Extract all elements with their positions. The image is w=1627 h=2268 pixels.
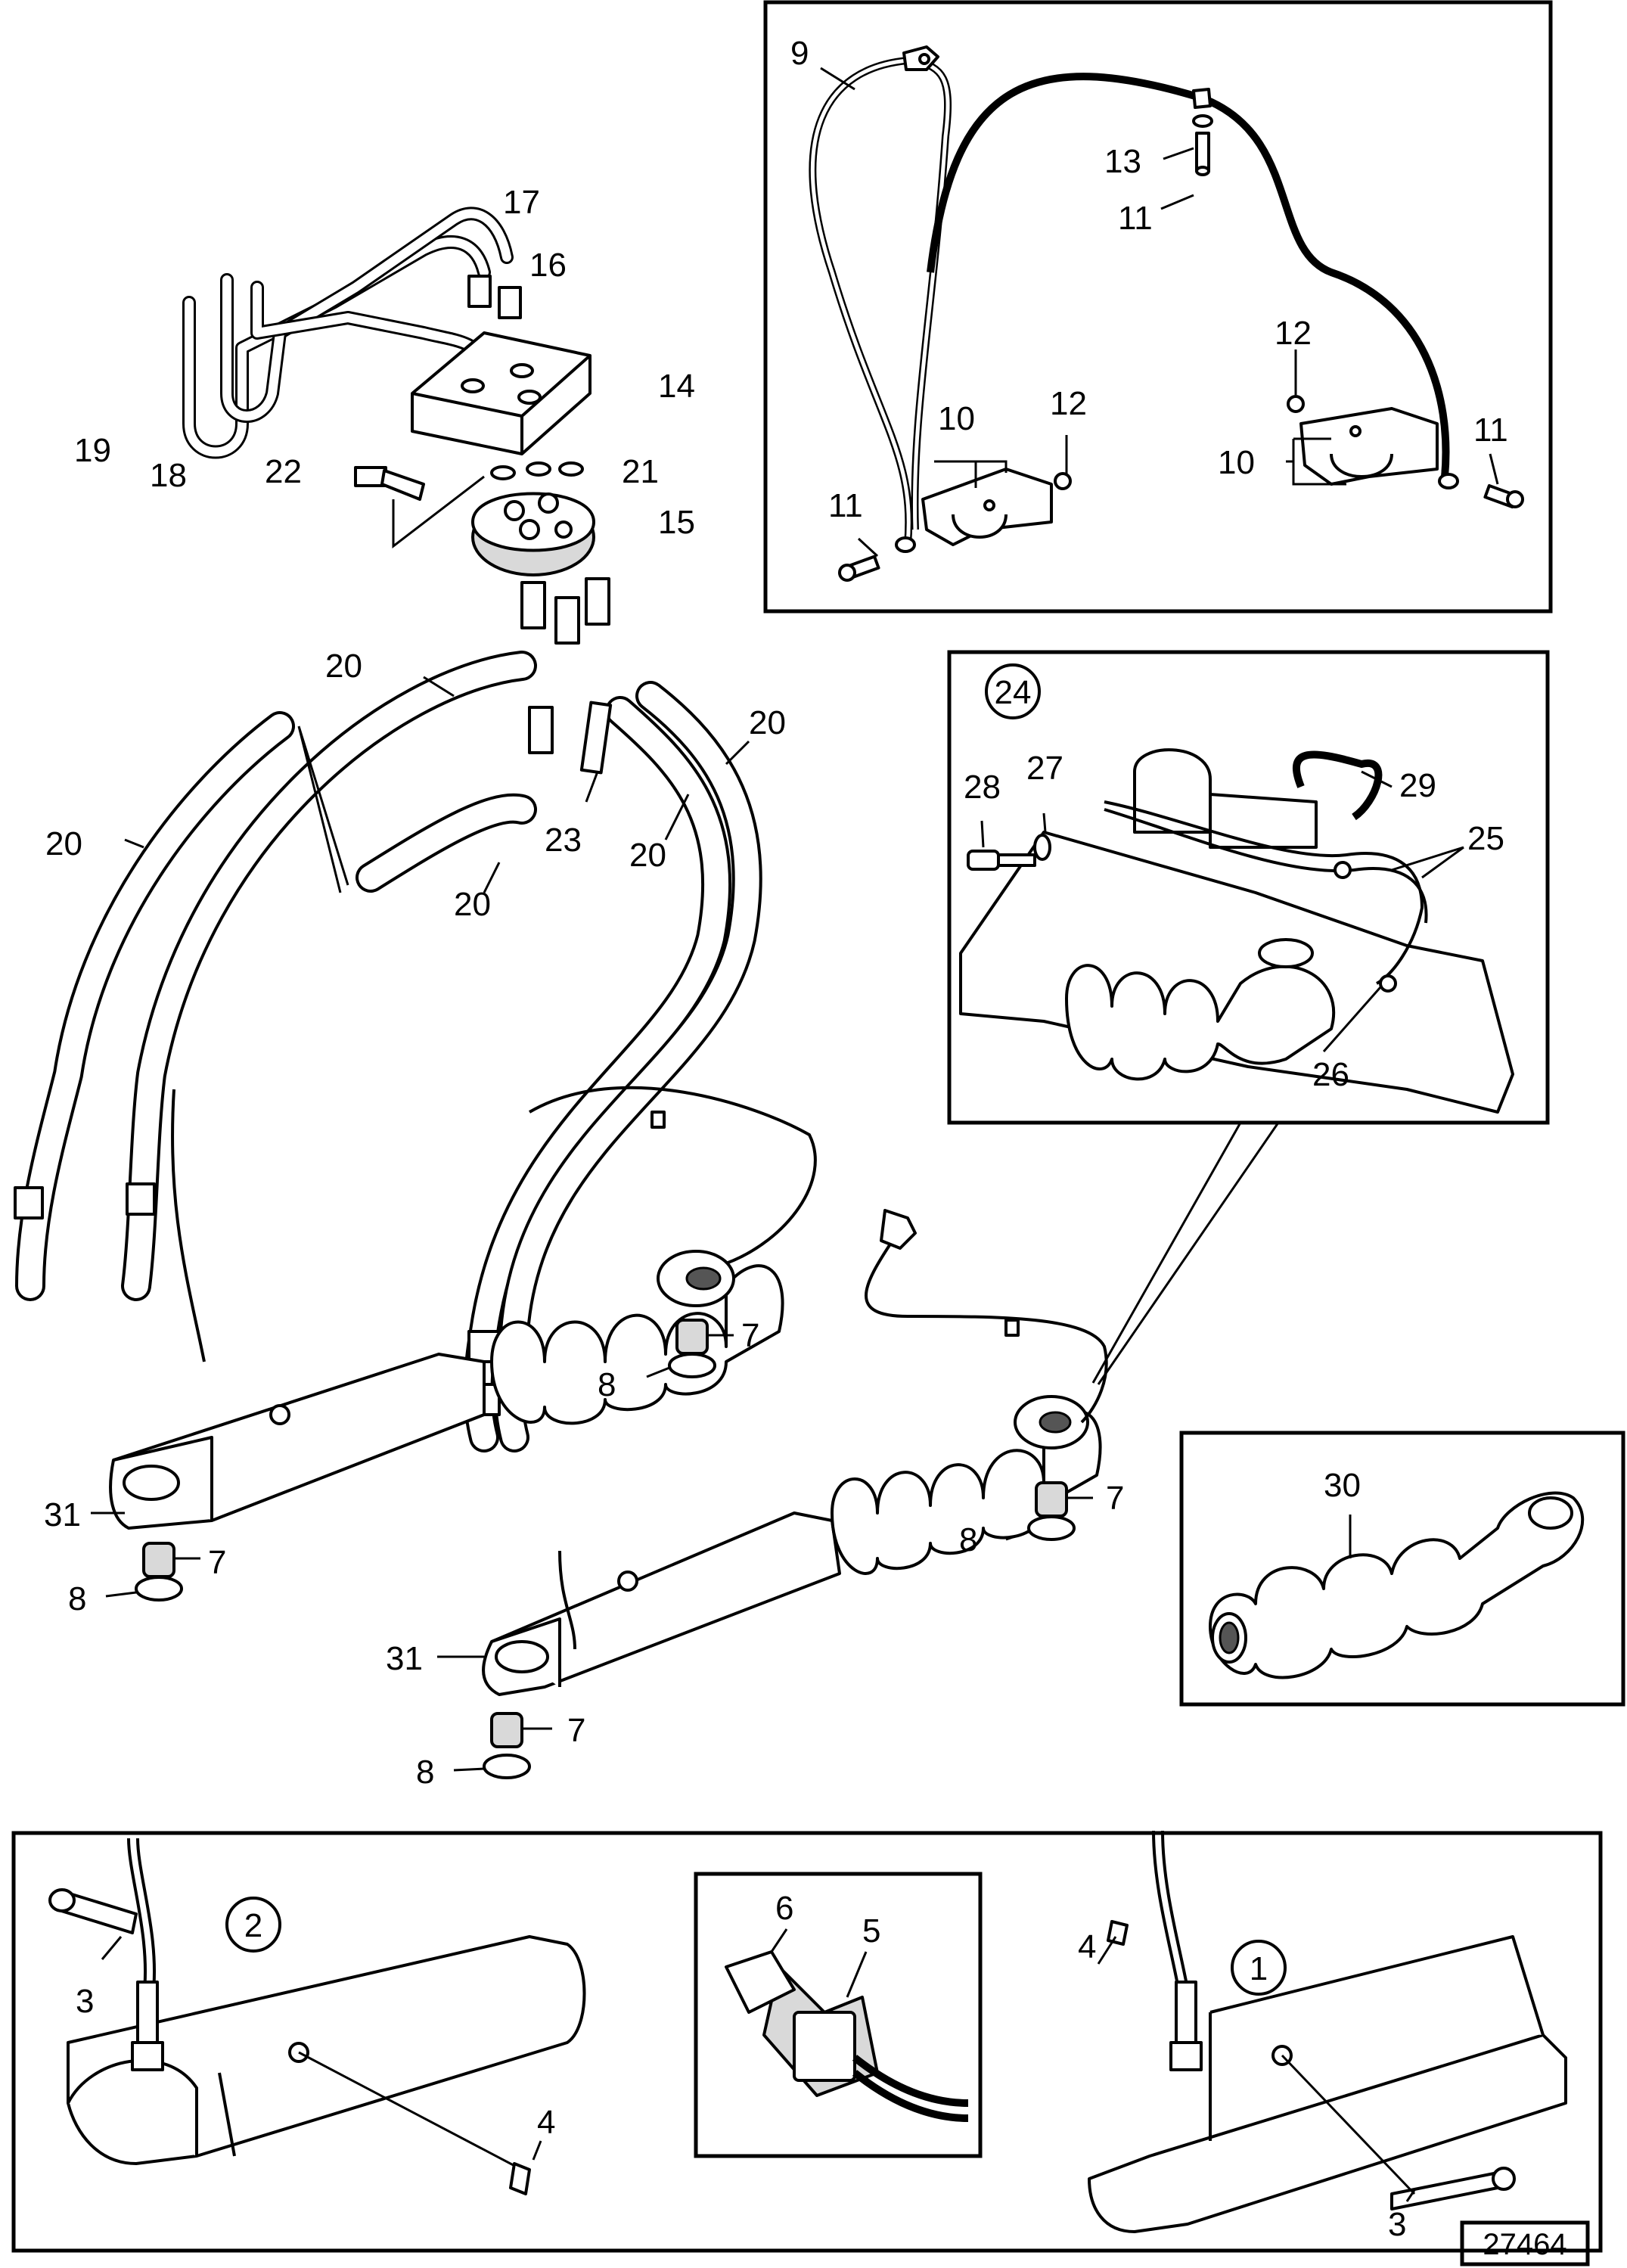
sensor-wires xyxy=(171,1086,1108,1650)
callout-10: 10 xyxy=(938,400,975,437)
cylinder-31-left xyxy=(109,1353,486,1530)
callout-25: 25 xyxy=(1467,820,1504,857)
detail-box-30 xyxy=(1179,1431,1625,1707)
callout-12: 12 xyxy=(1050,385,1087,422)
callout-11: 11 xyxy=(1118,200,1153,237)
callout-8: 8 xyxy=(68,1580,86,1617)
view-circle-24 xyxy=(985,663,1041,719)
callout-11: 11 xyxy=(1473,412,1508,449)
callout-10: 10 xyxy=(1218,444,1255,481)
detail-box-connector xyxy=(694,1872,983,2158)
callout-31: 31 xyxy=(386,1640,423,1677)
pipes-17-18-19 xyxy=(182,207,514,459)
callout-29: 29 xyxy=(1399,767,1436,804)
callout-7: 7 xyxy=(741,1317,759,1354)
clamp-10-left xyxy=(921,468,1072,546)
callout-14: 14 xyxy=(658,368,695,405)
callout-20: 20 xyxy=(325,648,362,685)
callout-13: 13 xyxy=(1104,143,1141,180)
orings-21 xyxy=(490,461,584,480)
bushings-7-washers-8 xyxy=(135,1319,1076,1779)
callout-20: 20 xyxy=(629,837,666,874)
view-label-1: 1 xyxy=(1250,1950,1268,1987)
callout-8: 8 xyxy=(416,1754,434,1791)
view-label-2: 2 xyxy=(244,1907,262,1944)
figure-number: 27464 xyxy=(1483,2228,1566,2261)
callout-28: 28 xyxy=(964,769,1001,806)
callout-27: 27 xyxy=(1026,750,1063,787)
callout-26: 26 xyxy=(1312,1056,1349,1093)
callout-3: 3 xyxy=(76,1983,94,2020)
callout-7: 7 xyxy=(1106,1480,1124,1517)
bolt-23 xyxy=(579,701,613,775)
callout-12: 12 xyxy=(1275,315,1312,352)
callout-6: 6 xyxy=(775,1890,793,1927)
view-circle-2 xyxy=(225,1897,281,1953)
callout-8: 8 xyxy=(959,1521,977,1558)
callout-31: 31 xyxy=(44,1496,81,1533)
detail-24-pointer xyxy=(1091,1122,1280,1385)
disc-15 xyxy=(471,492,595,576)
callout-9: 9 xyxy=(790,35,809,72)
callout-4: 4 xyxy=(1078,1928,1096,1965)
view-label-24: 24 xyxy=(995,674,1032,711)
callout-15: 15 xyxy=(658,504,695,541)
callout-20: 20 xyxy=(45,825,82,862)
callout-30: 30 xyxy=(1324,1467,1361,1504)
cylinder-31-right xyxy=(482,1511,841,1696)
cylinder-detail-2 xyxy=(48,1838,586,2195)
connector-5-6 xyxy=(725,1950,969,2122)
detail-box-wiring xyxy=(763,0,1553,614)
block-14 xyxy=(411,331,591,455)
figure-number-box xyxy=(1460,2220,1590,2266)
ground-cable-9 xyxy=(809,45,1450,545)
detail-24-assembly xyxy=(959,748,1514,1114)
detail-box-24 xyxy=(947,650,1550,1125)
screw-22 xyxy=(354,466,425,501)
view-circle-1 xyxy=(1231,1940,1287,1996)
callout-5: 5 xyxy=(862,1912,880,1950)
callout-3: 3 xyxy=(1388,2206,1406,2243)
detail-box-bottom xyxy=(11,1831,1603,2253)
callout-8: 8 xyxy=(598,1366,616,1403)
callout-21: 21 xyxy=(622,453,659,490)
callout-20: 20 xyxy=(749,704,786,741)
cylinder-detail-1 xyxy=(1088,1830,1567,2233)
bellows-right xyxy=(831,1395,1102,1575)
callout-4: 4 xyxy=(537,2104,555,2141)
callout-7: 7 xyxy=(208,1544,226,1581)
callout-22: 22 xyxy=(265,453,302,490)
callout-7: 7 xyxy=(567,1712,585,1749)
bolt-13-11 xyxy=(1192,114,1213,176)
bellows-left xyxy=(490,1250,784,1425)
callout-11: 11 xyxy=(828,487,863,524)
screws-11 xyxy=(838,473,1524,582)
callout-19: 19 xyxy=(74,432,111,469)
callout-20: 20 xyxy=(454,886,491,923)
callout-16: 16 xyxy=(529,247,567,284)
callout-18: 18 xyxy=(150,457,187,494)
callout-labels: 9 13 11 12 10 12 11 10 11 11 17 16 14 19… xyxy=(44,35,1508,2243)
bellows-30 xyxy=(1209,1491,1585,1679)
callout-23: 23 xyxy=(545,822,582,859)
callout-17: 17 xyxy=(503,184,540,221)
clamp-10-right xyxy=(1287,395,1439,486)
